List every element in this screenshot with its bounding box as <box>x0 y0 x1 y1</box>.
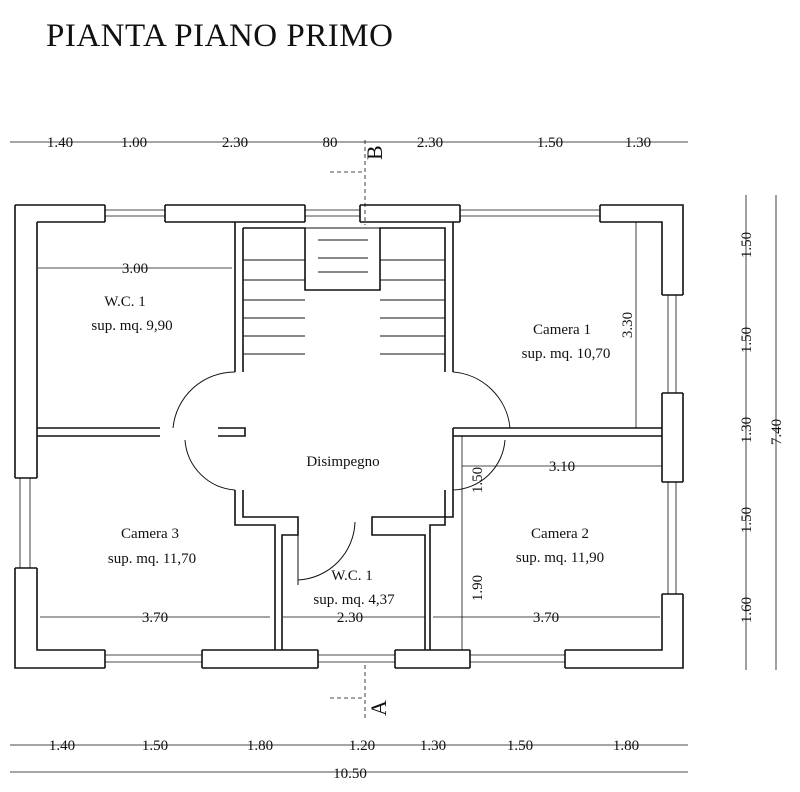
dim-bottom-7: 1.80 <box>613 738 639 754</box>
camera1-walls <box>452 427 662 437</box>
camera2-area: sup. mq. 11,90 <box>516 550 604 566</box>
dim-bottom-5: 1.30 <box>420 738 446 754</box>
disimpegno-walls <box>234 490 454 650</box>
window-glazing <box>19 209 677 663</box>
dim-right-2: 1.50 <box>739 327 755 353</box>
camera1-name: Camera 1 <box>533 322 591 338</box>
bottom-dimensions: 1.40 1.50 1.80 1.20 1.30 1.50 1.80 <box>49 738 639 754</box>
dimension-labels: 1.40 1.00 2.30 80 2.30 1.50 1.30 1.40 1.… <box>47 135 785 782</box>
door-swings <box>172 371 511 585</box>
dim-stair-gap: 1.50 <box>470 467 486 493</box>
dim-top-5: 2.30 <box>417 135 443 151</box>
stair-treads <box>243 227 445 355</box>
wc-large-walls <box>37 222 246 437</box>
dim-right-4: 1.50 <box>739 507 755 533</box>
dim-total-height: 7.40 <box>769 419 785 445</box>
dim-camera3-width: 3.70 <box>142 610 168 626</box>
dim-wc-width: 3.00 <box>122 261 148 277</box>
wall-layer <box>14 204 684 669</box>
outer-wall-outer-line <box>14 204 684 669</box>
dim-bottom-2: 1.50 <box>142 738 168 754</box>
dim-bottom-6: 1.50 <box>507 738 533 754</box>
dim-top-4: 80 <box>323 135 338 151</box>
dim-right-3: 1.30 <box>739 417 755 443</box>
section-mark-b: B <box>362 145 387 160</box>
dim-right-1: 1.50 <box>739 232 755 258</box>
stair-walls <box>243 222 454 372</box>
wc-small-area: sup. mq. 4,37 <box>313 592 395 608</box>
room-labels: W.C. 1 sup. mq. 9,90 Camera 1 sup. mq. 1… <box>91 294 610 608</box>
dim-top-3: 2.30 <box>222 135 248 151</box>
dim-wc-small-width: 2.30 <box>337 610 363 626</box>
wc-large-area: sup. mq. 9,90 <box>91 318 172 334</box>
wc-small-name: W.C. 1 <box>331 568 373 584</box>
disimpegno-name: Disimpegno <box>306 454 379 470</box>
dim-bottom-1: 1.40 <box>49 738 75 754</box>
top-dimensions: 1.40 1.00 2.30 80 2.30 1.50 1.30 <box>47 135 651 151</box>
camera3-name: Camera 3 <box>121 526 179 542</box>
dim-camera2-depth: 1.90 <box>470 575 486 601</box>
dim-top-6: 1.50 <box>537 135 563 151</box>
dim-bottom-4: 1.20 <box>349 738 375 754</box>
dim-camera1-depth: 3.30 <box>620 312 636 338</box>
dim-top-7: 1.30 <box>625 135 651 151</box>
dim-camera2-width: 3.10 <box>549 459 575 475</box>
section-mark-a: A <box>366 700 391 716</box>
dim-top-2: 1.00 <box>121 135 147 151</box>
dimension-lines <box>10 140 777 773</box>
camera1-area: sup. mq. 10,70 <box>522 346 611 362</box>
right-dimensions: 1.50 1.50 1.30 1.50 1.60 <box>739 232 755 623</box>
dim-total-width: 10.50 <box>333 766 367 782</box>
camera3-area: sup. mq. 11,70 <box>108 551 196 567</box>
dim-bottom-3: 1.80 <box>247 738 273 754</box>
wc-large-name: W.C. 1 <box>104 294 146 310</box>
dim-right-5: 1.60 <box>739 597 755 623</box>
dim-top-1: 1.40 <box>47 135 73 151</box>
wall-caps <box>15 205 683 668</box>
dim-camera2-width-bottom: 3.70 <box>533 610 559 626</box>
plan-title: PIANTA PIANO PRIMO <box>46 18 394 54</box>
camera2-name: Camera 2 <box>531 526 589 542</box>
